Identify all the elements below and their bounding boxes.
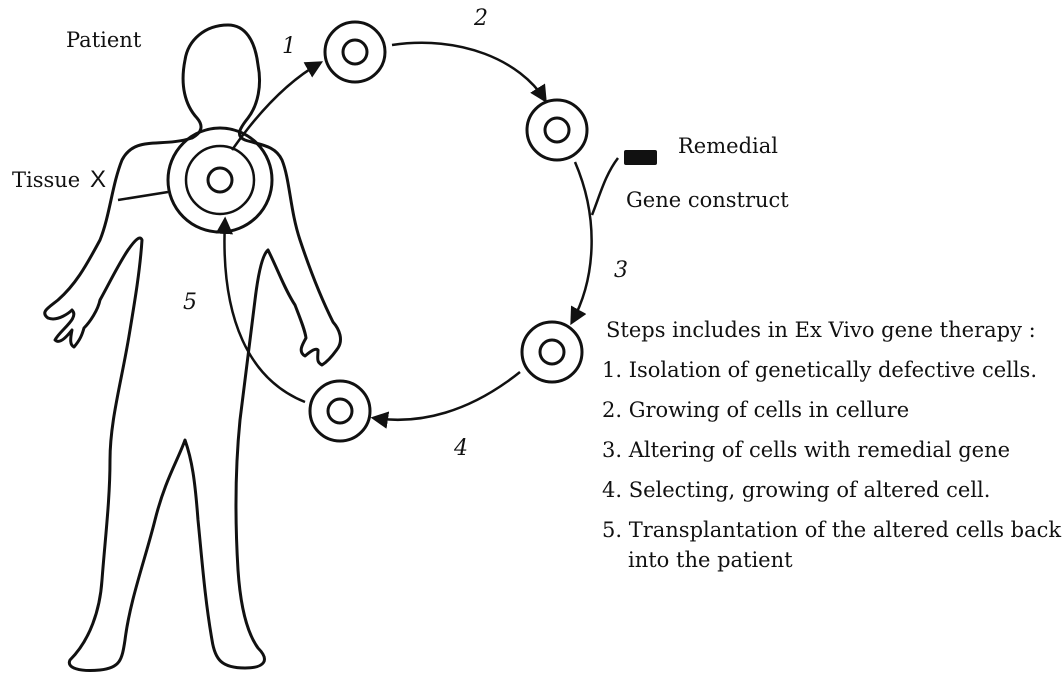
cycle-number-4: 4 [454, 436, 468, 461]
gene-construct-label: Gene construct [626, 188, 789, 212]
tissue-pointer-line [118, 192, 168, 200]
cell-ring-icon [527, 100, 587, 160]
cycle-number-3: 3 [614, 258, 628, 283]
tissue-label: Tissue [12, 168, 80, 192]
arrow-step-2 [392, 43, 545, 100]
arrow-step-3 [572, 162, 592, 322]
remedial-label: Remedial [678, 134, 778, 158]
step-item-4: 4. Selecting, growing of altered cell. [602, 478, 990, 502]
cycle-number-1: 1 [282, 34, 296, 59]
step-item-1: 1. Isolation of genetically defective ce… [602, 358, 1037, 382]
step-item-5: 5. Transplantation of the altered cells … [602, 518, 1061, 542]
steps-title: Steps includes in Ex Vivo gene therapy : [606, 318, 1036, 342]
step-item-3: 3. Altering of cells with remedial gene [602, 438, 1010, 462]
step-item-5-continued: into the patient [628, 548, 793, 572]
cell-ring-icon [310, 381, 370, 441]
cycle-number-2: 2 [474, 6, 488, 31]
patient-label: Patient [66, 28, 141, 52]
tissue-x-ring-icon [168, 128, 272, 232]
arrow-step-5 [224, 220, 305, 402]
arrow-step-4 [374, 372, 520, 420]
arrow-step-1 [232, 63, 320, 150]
human-body-outline-icon [45, 25, 341, 671]
gene-insertion-line [592, 158, 618, 215]
gene-construct-block-icon [624, 150, 657, 165]
cell-ring-icon [522, 322, 582, 382]
tissue-mark: X [90, 166, 106, 194]
step-item-2: 2. Growing of cells in cellure [602, 398, 909, 422]
cell-ring-icon [325, 22, 385, 82]
cycle-number-5: 5 [183, 290, 197, 315]
